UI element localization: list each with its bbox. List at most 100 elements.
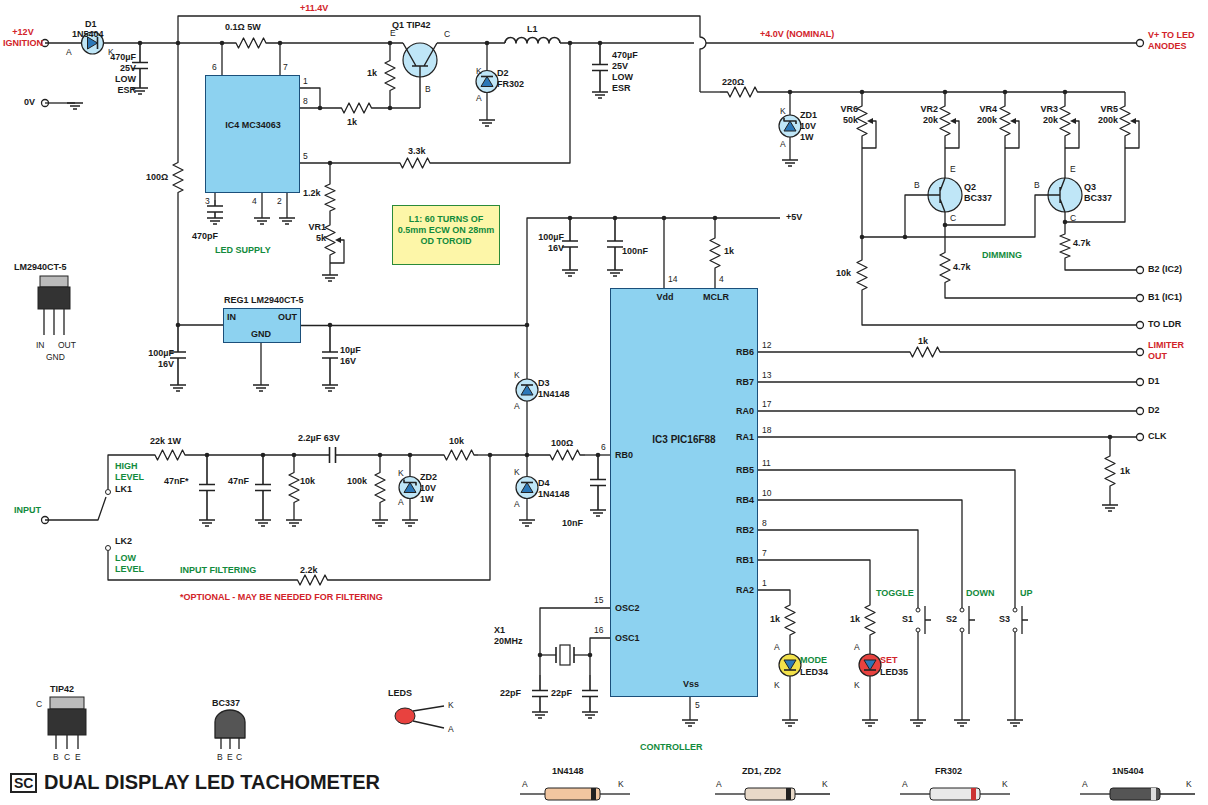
potentiometer-symbol	[857, 92, 867, 150]
transistor-body	[1048, 178, 1082, 212]
resistor-symbol	[1105, 437, 1115, 505]
pin-name: Vdd	[650, 292, 680, 303]
ground-symbol	[286, 520, 302, 526]
wire	[757, 590, 790, 600]
potentiometer-symbol	[940, 92, 950, 150]
resistor-symbol	[440, 450, 478, 460]
ground-symbol	[1102, 505, 1118, 511]
component-label: VR2 20k	[906, 104, 938, 126]
wire	[905, 195, 928, 237]
ground-symbol	[862, 720, 878, 726]
resistor-symbol	[289, 455, 299, 520]
component-label: VR3 20k	[1026, 104, 1058, 126]
component-label: LIMITER OUT	[1148, 340, 1200, 362]
wire	[1064, 150, 1065, 178]
pin-label: 7	[283, 62, 288, 73]
component-label: INPUT	[14, 505, 41, 516]
wire	[178, 200, 223, 325]
wire	[329, 163, 330, 180]
pin-label: A	[476, 93, 482, 104]
wire	[260, 342, 261, 385]
component-label: 1N5404	[72, 29, 104, 40]
wire	[574, 654, 590, 655]
component-label: Q3 BC337	[1084, 182, 1116, 204]
wiper-link	[1125, 121, 1139, 148]
component-label: *OPTIONAL - MAY BE NEEDED FOR FILTERING	[180, 592, 383, 603]
box-title: REG1 LM2940CT-5	[224, 295, 304, 306]
wire	[917, 640, 918, 720]
component-label: 22pF	[500, 688, 521, 699]
cathode-band	[591, 788, 596, 800]
component-label: 47nF*	[164, 476, 189, 487]
resistor-symbol	[1060, 230, 1070, 262]
component-label: D2	[1148, 405, 1160, 416]
terminal	[1137, 267, 1144, 274]
component-label: CONTROLLER	[640, 742, 703, 753]
wire	[286, 193, 287, 218]
note-box: L1: 60 TURNS OF 0.5mm ECW ON 28mm OD TOR…	[392, 205, 500, 265]
diode-symbol	[784, 121, 796, 131]
component-label: 470pF	[192, 231, 218, 242]
ground-symbol	[67, 103, 83, 109]
pin-label: C	[444, 29, 450, 40]
component-label: D1	[1148, 376, 1160, 387]
component-label: 10nF	[562, 518, 583, 529]
component-label: 22pF	[551, 688, 572, 699]
wire	[490, 454, 545, 455]
component-label: ZD1 10V 1W	[800, 110, 828, 143]
box-title: IC4 MC34063	[218, 120, 288, 131]
transistor-symbol	[1048, 178, 1065, 212]
pin-label: A	[66, 47, 72, 58]
component-label: 1k	[850, 614, 860, 625]
component-label: 22k 1W	[150, 436, 181, 447]
pushbutton-symbol	[969, 606, 975, 634]
capacitor-symbol	[199, 455, 215, 520]
pin-label: C	[1070, 213, 1076, 224]
switch-contact	[1013, 608, 1017, 612]
pin-label: 5	[695, 700, 700, 711]
capacitor-symbol	[590, 455, 606, 510]
switch-contact	[960, 608, 964, 612]
component-label: +4.0V (NOMINAL)	[760, 29, 834, 40]
component-label: 1.2k	[303, 188, 321, 199]
ground-symbol	[532, 712, 548, 718]
component-label: LK1	[115, 484, 132, 495]
ground-symbol	[1007, 720, 1023, 726]
component-label: TOGGLE	[876, 588, 914, 599]
component-label: INPUT FILTERING	[180, 565, 256, 576]
capacitor-symbol	[582, 675, 598, 712]
wire	[378, 107, 420, 108]
component-label: D4 1N4148	[538, 478, 583, 500]
component-label: VR5 200k	[1086, 104, 1118, 126]
pin-label: C	[950, 213, 956, 224]
resistor-symbol	[173, 155, 183, 200]
component-label: 10µF 16V	[340, 345, 370, 367]
component-label: LOW LEVEL	[115, 553, 149, 575]
component-label: B2 (IC2)	[1148, 264, 1182, 275]
pin-label: 8	[303, 96, 308, 107]
component-label: 100µF 16V	[534, 232, 564, 254]
wire	[329, 265, 330, 275]
diode-bar	[864, 669, 876, 671]
wire	[560, 42, 694, 43]
diode-bar	[404, 480, 416, 486]
ground-symbol	[607, 270, 623, 276]
wiper-arrow	[867, 118, 873, 124]
component-label: 2.2µF 63V	[298, 433, 340, 444]
box-title: IC3 PIC16F88	[641, 434, 727, 445]
wire	[300, 162, 380, 163]
component-label: 2.2k	[300, 565, 318, 576]
ground-symbol	[199, 520, 215, 526]
pin-label: A	[854, 642, 860, 653]
pin-label: C	[64, 752, 70, 763]
pin-name: RB5	[706, 465, 754, 476]
component-label: 470µF 25V LOW ESR	[98, 52, 136, 96]
component-label: 1N5404	[1112, 766, 1144, 777]
wire	[862, 195, 1048, 237]
ground-symbol	[207, 218, 223, 224]
pin-label: 3	[205, 196, 210, 207]
diode-bar	[521, 384, 533, 386]
capacitor-symbol	[320, 447, 345, 463]
pin-label: 1	[303, 76, 308, 87]
wiper-link	[1065, 121, 1079, 148]
